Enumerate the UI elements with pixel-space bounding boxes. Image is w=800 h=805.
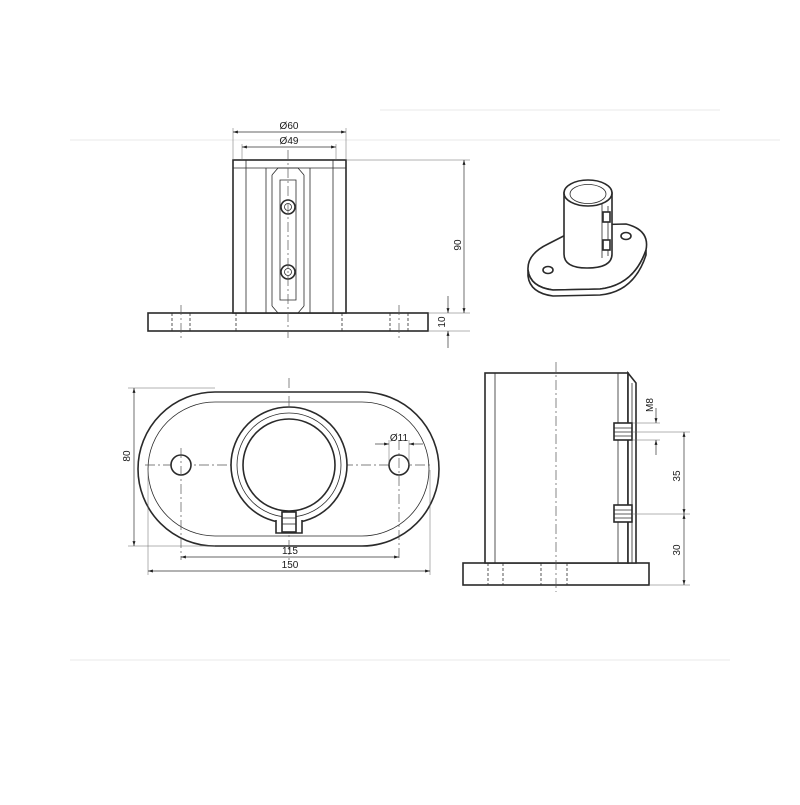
isometric-view: [527, 179, 648, 297]
dim-base-thickness: 10: [437, 316, 448, 328]
top-tube-inner: [242, 418, 336, 512]
dim-length: 150: [282, 560, 299, 571]
side-view: M8 35 30: [462, 362, 690, 592]
dim-width: 80: [122, 450, 133, 462]
front-view: Ø60 Ø49 90 10: [147, 121, 470, 348]
dim-inner-diameter: Ø49: [280, 136, 299, 147]
side-tube: [484, 372, 629, 564]
dim-screw-spacing: 35: [672, 470, 683, 482]
dim-thread: M8: [645, 398, 656, 412]
dim-height: 90: [453, 239, 464, 251]
side-screw-top: [613, 422, 633, 441]
dim-hole-spacing: 115: [282, 546, 298, 557]
side-screw-bottom: [613, 504, 633, 523]
front-tube: [232, 159, 347, 314]
dim-outer-diameter: Ø60: [280, 121, 299, 132]
dim-screw-offset: 30: [672, 544, 683, 556]
top-view: Ø11 80 115 150: [122, 378, 440, 575]
dim-hole-diameter: Ø11: [390, 433, 409, 444]
background-guides: [70, 109, 780, 661]
